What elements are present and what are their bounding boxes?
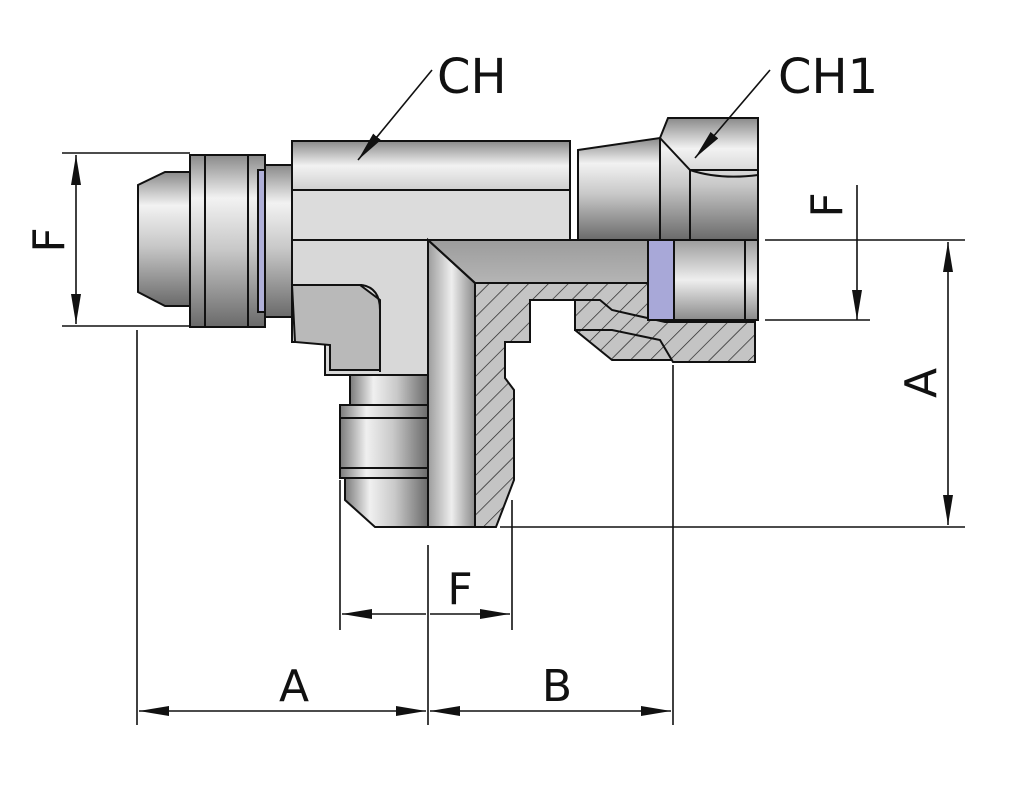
label-b-bottom: B	[542, 661, 572, 712]
label-f-right: F	[802, 192, 853, 217]
label-ch1: CH1	[778, 49, 878, 105]
label-f-left: F	[24, 227, 75, 252]
bottom-male-end	[339, 374, 429, 528]
section-view	[427, 237, 759, 528]
label-f-bottom: F	[447, 564, 472, 615]
label-a-right: A	[896, 368, 947, 398]
left-male-end	[137, 154, 294, 328]
label-a-bottom: A	[279, 661, 309, 712]
label-ch: CH	[437, 49, 507, 105]
dimension-lines	[62, 69, 965, 725]
right-swivel-nut	[577, 117, 759, 241]
